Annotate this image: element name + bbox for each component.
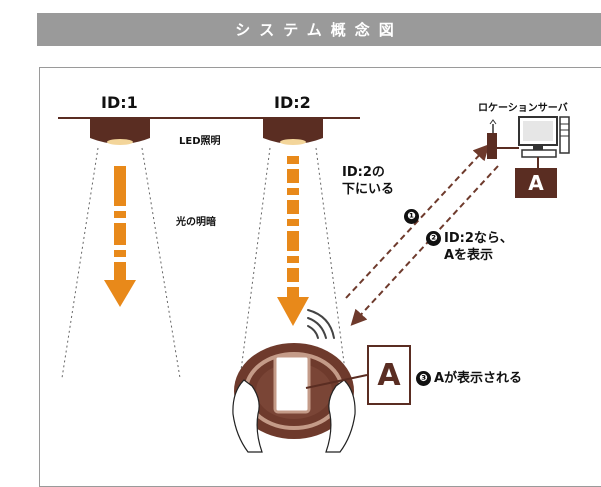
step3-number-badge: ❸ — [416, 371, 431, 386]
step1-number-badge: ❶ — [404, 209, 419, 224]
light-id-label-2: ID:2 — [274, 93, 311, 112]
callout-display-letter: A — [377, 357, 401, 393]
uplink-dashed-arrow — [345, 144, 490, 299]
led-lamp-2 — [263, 119, 323, 145]
server-label: ロケーションサーバ — [478, 103, 568, 114]
light-level-label: 光の明暗 — [176, 217, 216, 228]
step2-line1: ID:2なら、 — [444, 231, 513, 246]
step3-line1: Aが表示される — [434, 371, 523, 386]
mobile-device-icon — [234, 343, 354, 439]
callout-display-box: A — [367, 345, 411, 405]
light-id-label-1: ID:1 — [101, 93, 138, 112]
led-lamp-1 — [90, 119, 150, 145]
diagram-title: システム概念図 — [235, 21, 403, 39]
callout-line — [305, 374, 368, 389]
location-server-icon — [487, 116, 570, 168]
light-arrow-2 — [277, 156, 309, 326]
step1-text: ID:2の 下にいる — [342, 164, 394, 198]
server-display-box: A — [515, 168, 557, 198]
step2-number-badge: ❷ — [426, 231, 441, 246]
system-diagram — [58, 116, 570, 453]
light-cone-1 — [61, 147, 181, 379]
step1-line1: ID:2の — [342, 165, 385, 180]
light-arrow-1 — [104, 166, 136, 307]
led-label: LED照明 — [179, 136, 221, 147]
hands-icon — [232, 379, 356, 453]
server-display-letter: A — [528, 171, 544, 195]
header-bar: システム概念図 — [37, 13, 601, 46]
light-cone-2 — [239, 147, 347, 379]
wifi-signal-icon — [307, 309, 335, 339]
step2-line2: Aを表示 — [444, 248, 494, 263]
step1-line2: 下にいる — [342, 182, 395, 197]
